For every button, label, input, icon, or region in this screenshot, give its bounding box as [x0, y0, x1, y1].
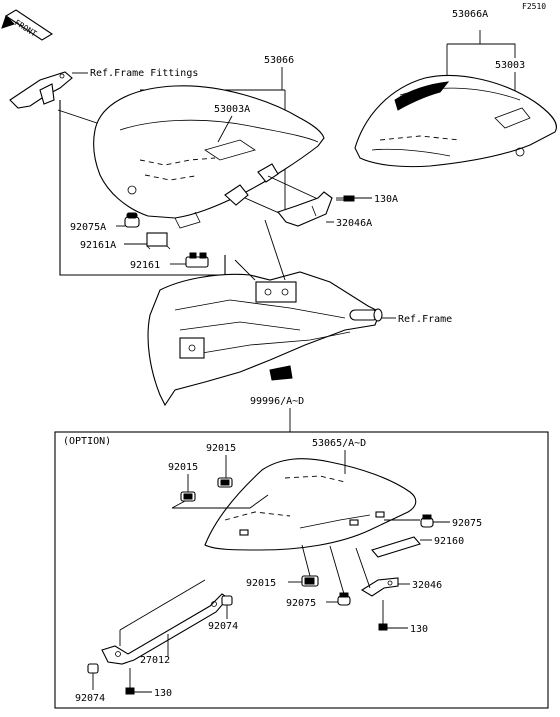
part-92160-label: 92160	[434, 536, 464, 547]
bracket-32046	[360, 577, 399, 597]
damper-92161	[185, 252, 209, 268]
part-53003A-label: 53003A	[214, 104, 250, 115]
bolt-130-a	[378, 600, 388, 631]
rider-seat	[93, 85, 325, 229]
part-92075-label-b: 92075	[286, 598, 316, 609]
part-32046-label: 32046	[412, 580, 442, 591]
bracket-32046A	[277, 191, 333, 227]
part-92075-label-a: 92075	[452, 518, 482, 529]
part-53065-label: 53065/A~D	[312, 438, 366, 449]
ref-frame-fittings-label: Ref.Frame Fittings	[90, 68, 198, 79]
frame-subassembly	[147, 271, 383, 407]
clip-92015-b	[180, 491, 196, 502]
part-53003-label: 53003	[495, 60, 525, 71]
part-130A-label: 130A	[374, 194, 398, 205]
nut-92074-a	[221, 595, 233, 606]
part-92015-label-c: 92015	[246, 578, 276, 589]
nut-92074-b	[87, 663, 99, 674]
damper-92075-b	[337, 592, 351, 606]
option-heading: (OPTION)	[63, 436, 111, 447]
part-27012-label: 27012	[140, 655, 170, 666]
solo-seat-cowl	[354, 74, 557, 168]
part-92015-label-b: 92015	[168, 462, 198, 473]
figure-id: F2510	[522, 2, 546, 11]
part-92074-label-b: 92074	[75, 693, 105, 704]
part-92074-label-a: 92074	[208, 621, 238, 632]
part-53066A-label: 53066A	[452, 9, 488, 20]
part-32046A-label: 32046A	[336, 218, 372, 229]
part-92161A-label: 92161A	[80, 240, 116, 251]
part-92075A-label: 92075A	[70, 222, 106, 233]
bolt-130-b	[125, 668, 135, 695]
ref-frame-label: Ref.Frame	[398, 314, 452, 325]
bolt-130A	[336, 195, 355, 202]
part-99996-label: 99996/A~D	[250, 396, 304, 407]
damper-strip-92160	[371, 536, 421, 558]
clip-92015-c	[301, 575, 319, 587]
damper-92075A	[124, 212, 140, 228]
frame-fitting-bracket	[9, 71, 73, 109]
damper-92075-a	[420, 514, 434, 528]
part-92015-label-a: 92015	[206, 443, 236, 454]
clip-92015-a	[217, 477, 233, 488]
front-arrow-icon: FRONT	[1, 9, 54, 41]
part-53066-label: 53066	[264, 55, 294, 66]
part-130-label-b: 130	[154, 688, 172, 699]
option-frame	[54, 431, 549, 709]
part-130-label-a: 130	[410, 624, 428, 635]
upper-assembly-frame	[59, 100, 226, 276]
damper-92161A	[146, 232, 171, 250]
pillion-seat-pad	[204, 458, 417, 551]
part-92161-label: 92161	[130, 260, 160, 271]
